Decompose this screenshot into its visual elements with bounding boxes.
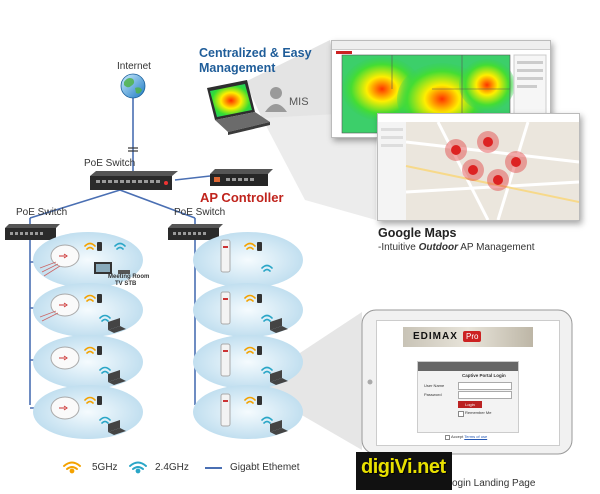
login-button-label: Login (465, 402, 475, 407)
terms-label-prefix: Accept (451, 434, 465, 439)
outdoor-ap-icon (220, 393, 231, 427)
outdoor-ap-icon (220, 291, 231, 325)
mis-label: MIS (289, 96, 309, 108)
tv-stb-label: TV STB (115, 281, 137, 287)
terms-link[interactable]: Terms of use (464, 434, 488, 439)
login-form-title: Captive Portal Login (462, 373, 506, 378)
ceiling-ap-icon (50, 346, 80, 370)
ceiling-ap-icon (50, 396, 80, 420)
poe-switch-right-label: PoE Switch (174, 207, 226, 218)
heatmap-toolbar (332, 41, 550, 54)
landing-page-caption: ogin Landing Page (452, 478, 536, 489)
poe-switch-right-icon (168, 224, 223, 240)
internet-globe-icon (120, 73, 146, 99)
ceiling-ap-icon (39, 293, 80, 322)
login-button[interactable]: Login (458, 401, 482, 408)
ap-controller-label: AP Controller (200, 190, 284, 205)
wifi-signal-icons (84, 242, 273, 424)
ceiling-ap-icon (39, 244, 80, 277)
username-label: User Name (424, 383, 445, 388)
subtitle-emphasis: Outdoor (418, 242, 459, 253)
centralized-management-title: Centralized & Easy Management (199, 46, 329, 76)
password-label: Password (424, 392, 442, 397)
subtitle-prefix: -Intuitive (378, 242, 419, 253)
google-maps-title: Google Maps (378, 226, 457, 240)
poe-switch-left-icon (5, 224, 60, 240)
password-input[interactable] (458, 391, 512, 399)
login-form: Captive Portal Login User Name Password … (417, 361, 519, 433)
internet-label: Internet (117, 61, 151, 72)
centralized-management-text: Centralized & Easy Management (199, 46, 312, 75)
terms-label: Accept Terms of use (451, 434, 487, 439)
outdoor-ap-icon (220, 343, 231, 377)
legend-5ghz-icon (63, 461, 81, 474)
legend-24ghz-label: 2.4GHz (155, 462, 189, 473)
legend-5ghz-label: 5GHz (92, 462, 118, 473)
projection-beam (262, 312, 362, 450)
maps-view (378, 122, 579, 220)
legend-24ghz-icon (129, 461, 147, 474)
terms-checkbox[interactable] (445, 435, 450, 440)
remember-checkbox[interactable] (458, 411, 464, 417)
watermark-logo: digiVi.net (361, 456, 446, 478)
projection-beam (262, 112, 376, 220)
username-input[interactable] (458, 382, 512, 390)
tablet-screen: EDIMAX Pro Captive Portal Login User Nam… (376, 320, 560, 446)
brand-logo: EDIMAX (413, 331, 458, 342)
meeting-room-label: Meeting Room (108, 274, 150, 280)
brand-banner: EDIMAX Pro (403, 327, 533, 347)
internet-break-mark (128, 147, 138, 152)
subtitle-suffix: AP Management (458, 242, 535, 253)
legend-ethernet-label: Gigabt Ethemet (230, 462, 300, 473)
watermark-box (356, 452, 452, 490)
remember-label: Remember Me (465, 410, 492, 415)
management-laptop-icon (207, 80, 270, 135)
google-maps-screenshot (377, 113, 580, 221)
mis-user-icon (265, 87, 287, 112)
ap-controller-icon (210, 169, 273, 186)
poe-switch-top-label: PoE Switch (84, 158, 136, 169)
poe-switch-left-label: PoE Switch (16, 207, 68, 218)
client-device-icons (94, 242, 288, 435)
map-ap-markers (445, 131, 527, 191)
poe-switch-icon (90, 171, 178, 190)
brand-pro-badge: Pro (463, 331, 482, 342)
outdoor-ap-icon (220, 239, 231, 273)
google-maps-subtitle: -Intuitive Outdoor AP Management (378, 242, 535, 253)
